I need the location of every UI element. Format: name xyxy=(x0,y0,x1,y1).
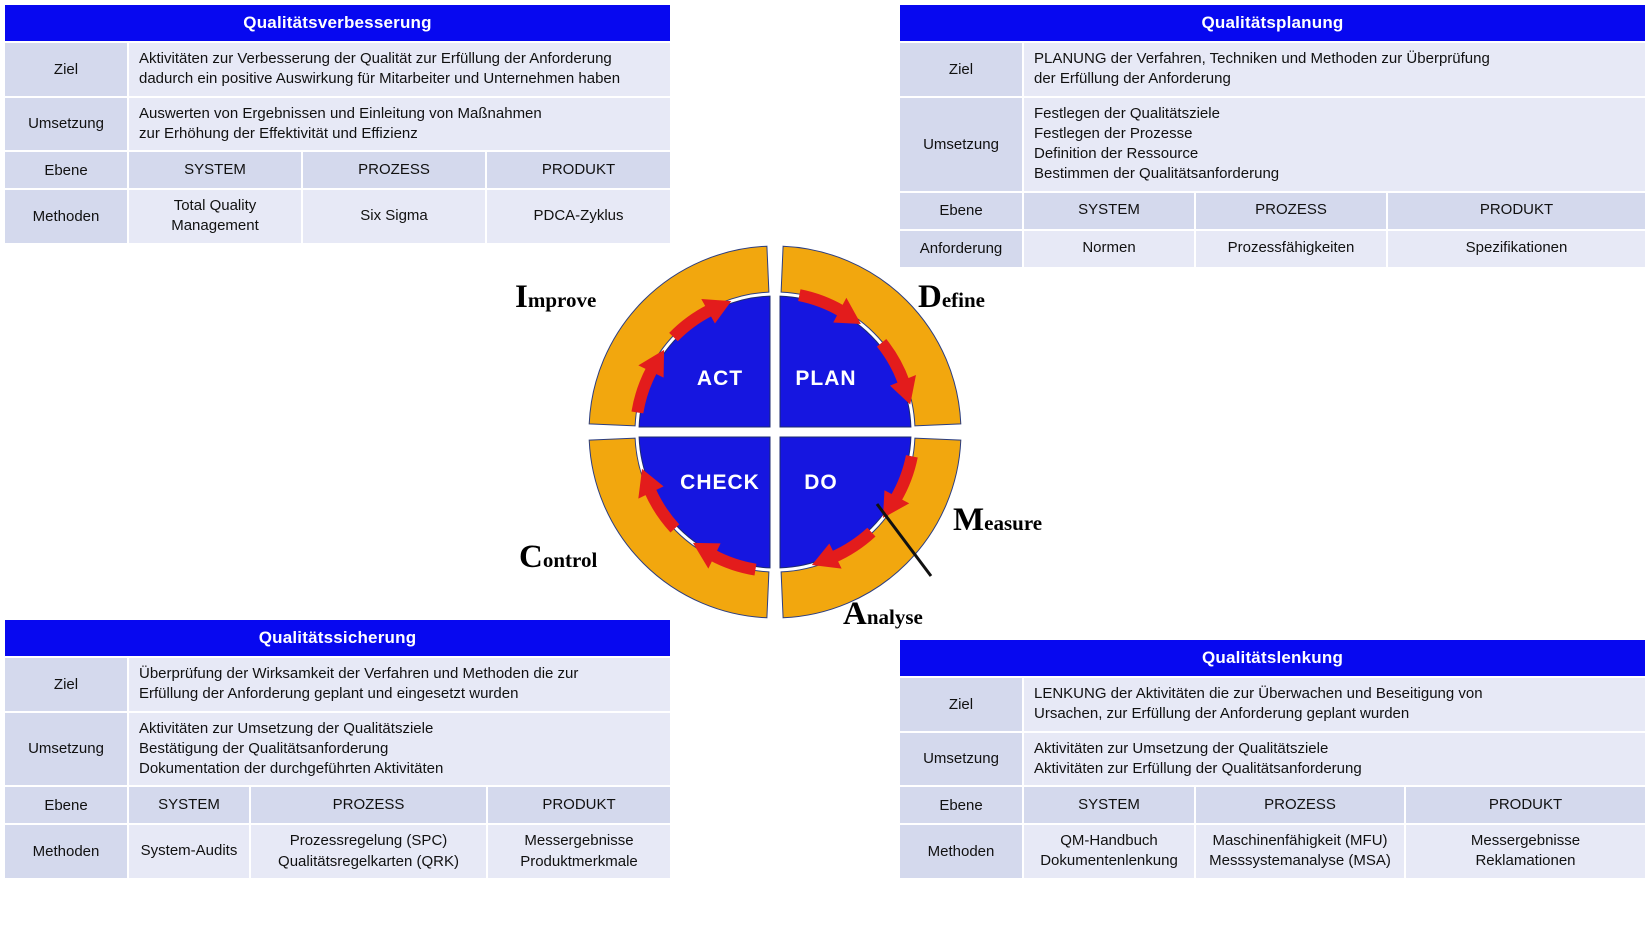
table-row: Anforderung Normen Prozessfähigkeiten Sp… xyxy=(900,230,1645,267)
table-title: Qualitätslenkung xyxy=(900,640,1645,676)
cycle-label-control: Control xyxy=(519,539,598,575)
row-label-umsetzung: Umsetzung xyxy=(900,732,1022,785)
cell-prozess: PROZESS xyxy=(1196,192,1386,229)
cycle-label-analyse: Analyse xyxy=(843,596,923,632)
table-row: Umsetzung Aktivitäten zur Umsetzung der … xyxy=(5,712,670,786)
row-text-ziel: LENKUNG der Aktivitäten die zur Überwach… xyxy=(1024,678,1645,731)
row-label-ebene: Ebene xyxy=(5,787,127,824)
table-qualitaetssicherung: Qualitätssicherung Ziel Überprüfung der … xyxy=(5,620,670,878)
table-qualitaetsplanung: Qualitätsplanung Ziel PLANUNG der Verfah… xyxy=(900,5,1645,267)
row-label-methoden: Methoden xyxy=(5,825,127,878)
table-row: Methoden System-Audits Prozessregelung (… xyxy=(5,825,670,878)
cycle-label-define: Define xyxy=(918,279,985,315)
cell-anforderung-produkt: Spezifikationen xyxy=(1388,230,1645,267)
row-text-ziel: Aktivitäten zur Verbesserung der Qualitä… xyxy=(129,43,670,96)
row-text-ziel: Überprüfung der Wirksamkeit der Verfahre… xyxy=(129,658,670,711)
table-qualitaetslenkung: Qualitätslenkung Ziel LENKUNG der Aktivi… xyxy=(900,640,1645,878)
cell-prozess: PROZESS xyxy=(1196,787,1404,823)
row-text-umsetzung: Festlegen der Qualitätsziele Festlegen d… xyxy=(1024,97,1645,191)
row-label-ebene: Ebene xyxy=(900,192,1022,229)
table-row: Methoden QM-Handbuch Dokumentenlenkung M… xyxy=(900,825,1645,878)
quadrant-label-check: CHECK xyxy=(680,471,760,494)
cell-produkt: PRODUKT xyxy=(487,152,670,188)
row-label-ziel: Ziel xyxy=(900,43,1022,96)
table-row: Ebene SYSTEM PROZESS PRODUKT xyxy=(5,152,670,188)
pdca-cycle-diagram: ACT PLAN CHECK DO xyxy=(588,245,962,619)
row-text-umsetzung: Aktivitäten zur Umsetzung der Qualitätsz… xyxy=(129,712,670,786)
table-title: Qualitätsplanung xyxy=(900,5,1645,41)
table-row: Ziel Aktivitäten zur Verbesserung der Qu… xyxy=(5,43,670,96)
cell-methode-produkt: PDCA-Zyklus xyxy=(487,190,670,243)
cell-methode-produkt: Messergebnisse Produktmerkmale xyxy=(488,825,670,878)
cell-system: SYSTEM xyxy=(1024,787,1194,823)
cell-anforderung-system: Normen xyxy=(1024,230,1194,267)
row-label-ziel: Ziel xyxy=(5,43,127,96)
row-label-ebene: Ebene xyxy=(5,152,127,188)
cell-system: SYSTEM xyxy=(1024,192,1194,229)
cycle-label-measure: Measure xyxy=(953,502,1043,538)
row-label-umsetzung: Umsetzung xyxy=(5,97,127,150)
cell-anforderung-prozess: Prozessfähigkeiten xyxy=(1196,230,1386,267)
analyse-pointer-line xyxy=(875,503,933,577)
row-label-methoden: Methoden xyxy=(900,825,1022,878)
cell-prozess: PROZESS xyxy=(303,152,485,188)
row-text-umsetzung: Auswerten von Ergebnissen und Einleitung… xyxy=(129,97,670,150)
cell-methode-produkt: Messergebnisse Reklamationen xyxy=(1406,825,1645,878)
table-qualitaetsverbesserung: Qualitätsverbesserung Ziel Aktivitäten z… xyxy=(5,5,670,243)
row-label-ziel: Ziel xyxy=(900,678,1022,731)
cell-prozess: PROZESS xyxy=(251,787,486,824)
cell-methode-system: Total Quality Management xyxy=(129,190,301,243)
cell-system: SYSTEM xyxy=(129,152,301,188)
quadrant-label-act: ACT xyxy=(697,367,743,390)
cell-methode-prozess: Maschinenfähigkeit (MFU) Messsystemanaly… xyxy=(1196,825,1404,878)
cell-methode-prozess: Prozessregelung (SPC) Qualitätsregelkart… xyxy=(251,825,486,878)
table-row: Ebene SYSTEM PROZESS PRODUKT xyxy=(900,787,1645,823)
cell-produkt: PRODUKT xyxy=(1406,787,1645,823)
table-row: Methoden Total Quality Management Six Si… xyxy=(5,190,670,243)
row-label-ziel: Ziel xyxy=(5,658,127,711)
row-label-methoden: Methoden xyxy=(5,190,127,243)
cell-system: SYSTEM xyxy=(129,787,249,824)
table-row: Ziel PLANUNG der Verfahren, Techniken un… xyxy=(900,43,1645,96)
cell-methode-system: QM-Handbuch Dokumentenlenkung xyxy=(1024,825,1194,878)
row-label-umsetzung: Umsetzung xyxy=(900,97,1022,191)
quadrant-label-plan: PLAN xyxy=(795,367,856,390)
cell-methode-prozess: Six Sigma xyxy=(303,190,485,243)
row-text-umsetzung: Aktivitäten zur Umsetzung der Qualitätsz… xyxy=(1024,732,1645,785)
table-row: Umsetzung Auswerten von Ergebnissen und … xyxy=(5,97,670,150)
cell-methode-system: System-Audits xyxy=(129,825,249,878)
table-row: Umsetzung Aktivitäten zur Umsetzung der … xyxy=(900,732,1645,785)
table-row: Ebene SYSTEM PROZESS PRODUKT xyxy=(900,192,1645,229)
row-label-ebene: Ebene xyxy=(900,787,1022,823)
cycle-label-improve: Improve xyxy=(515,279,597,315)
table-title: Qualitätssicherung xyxy=(5,620,670,656)
cell-produkt: PRODUKT xyxy=(1388,192,1645,229)
table-row: Umsetzung Festlegen der Qualitätsziele F… xyxy=(900,97,1645,191)
table-row: Ziel Überprüfung der Wirksamkeit der Ver… xyxy=(5,658,670,711)
row-text-ziel: PLANUNG der Verfahren, Techniken und Met… xyxy=(1024,43,1645,96)
cell-produkt: PRODUKT xyxy=(488,787,670,824)
table-title: Qualitätsverbesserung xyxy=(5,5,670,41)
row-label-umsetzung: Umsetzung xyxy=(5,712,127,786)
row-label-anforderung: Anforderung xyxy=(900,230,1022,267)
table-row: Ebene SYSTEM PROZESS PRODUKT xyxy=(5,787,670,824)
table-row: Ziel LENKUNG der Aktivitäten die zur Übe… xyxy=(900,678,1645,731)
quadrant-label-do: DO xyxy=(804,471,838,494)
